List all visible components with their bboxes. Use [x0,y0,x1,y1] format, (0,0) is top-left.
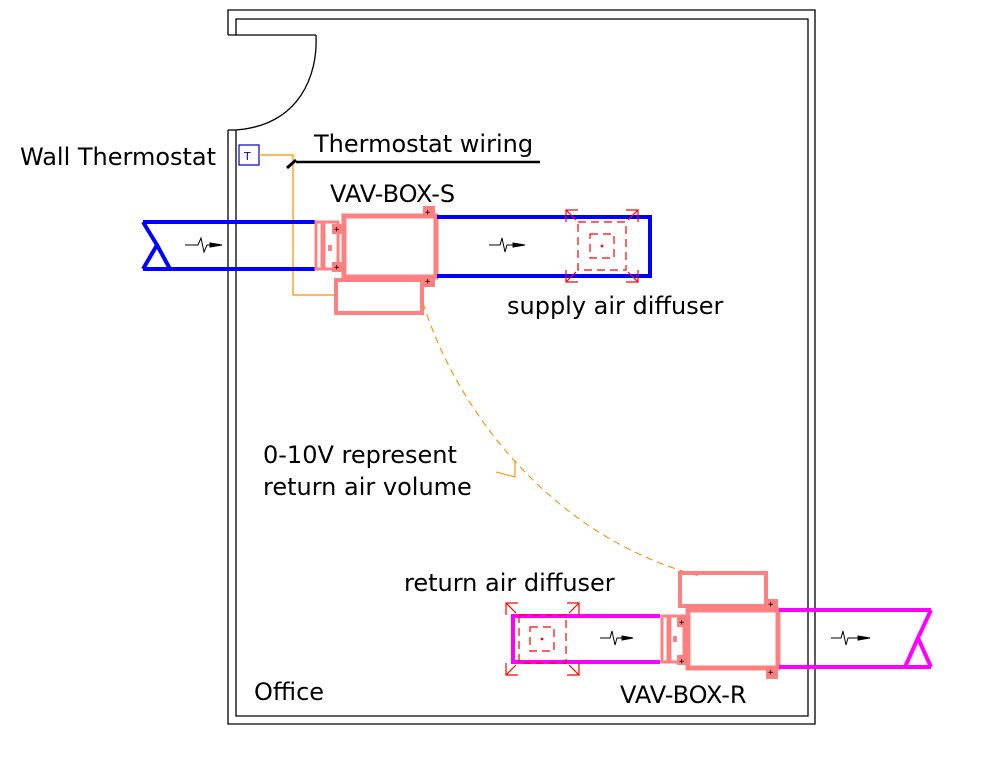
vav-box-r-terminals: + + + + [679,600,774,678]
svg-text:+: + [768,668,774,678]
inner-wall [235,18,809,717]
svg-text:+: + [679,657,685,667]
svg-text:+: + [425,208,431,218]
svg-text:+: + [334,263,340,273]
door-swing-arc [235,34,317,131]
thermostat-symbol: T [243,150,251,163]
signal-curve [422,302,701,577]
return-air-diffuser[interactable] [505,602,580,676]
supply-inlet-duct [141,220,315,271]
return-air-diffuser-label: return air diffuser [404,569,615,597]
vav-box-s-label: VAV-BOX-S [330,180,455,208]
return-inlet-duct [511,614,660,664]
office-walls [227,9,816,725]
flow-arrow-icon [831,630,871,646]
vav-box-r[interactable] [660,571,781,679]
room-name-label: Office [254,678,324,706]
svg-text:+: + [334,225,340,235]
supply-air-diffuser-label: supply air diffuser [507,292,723,320]
signal-label-line2: return air volume [263,473,472,501]
signal-label-line1: 0-10V represent [263,441,457,469]
thermostat-wiring-label: Thermostat wiring [313,130,533,158]
supply-air-diffuser[interactable] [565,209,639,283]
thermostat-wiring-line [259,154,335,296]
vav-box-r-label: VAV-BOX-R [620,681,747,709]
svg-text:+: + [768,600,774,610]
flow-arrow-icon [600,630,634,646]
flow-arrow-icon [489,237,526,253]
signal-arrow-icon [495,460,516,478]
return-outlet-duct [779,608,933,669]
wiring-leader-tick [286,158,297,170]
outer-wall [227,9,816,725]
vav-box-s-terminals: + + + + [334,208,431,287]
supply-outlet-duct [437,215,652,278]
flow-arrow-icon [185,236,223,254]
vav-box-s[interactable] [314,206,439,315]
svg-text:+: + [425,277,431,287]
svg-text:+: + [679,618,685,628]
wall-thermostat-label: Wall Thermostat [20,143,216,171]
